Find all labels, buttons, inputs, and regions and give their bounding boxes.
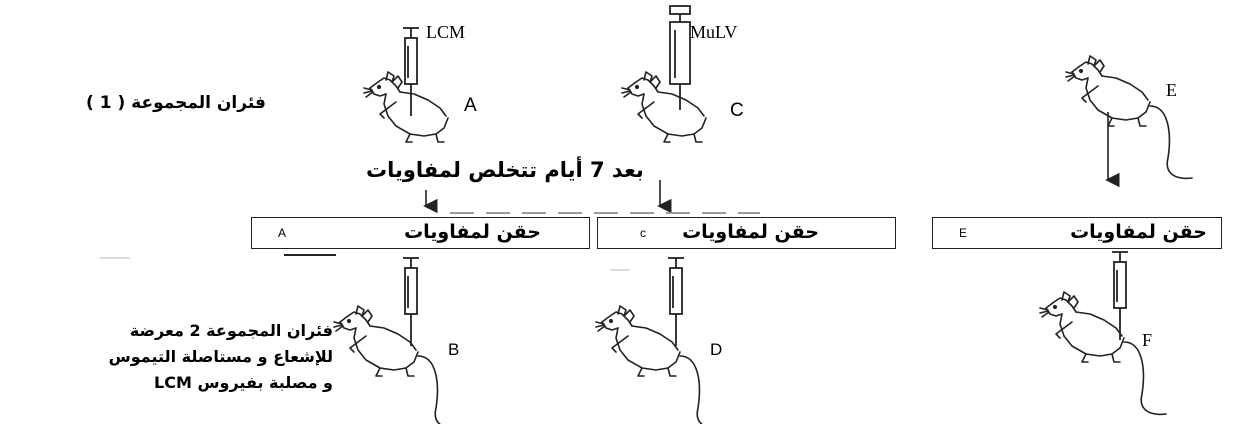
mouse-d-drawing: [595, 305, 723, 424]
mouse-e-drawing: [1065, 55, 1193, 180]
box-a-text: حقن لمفاويات: [404, 221, 541, 243]
label-f: F: [1142, 330, 1153, 350]
mouse-b-drawing: [333, 305, 461, 424]
box-inject-lymphocytes-e: حقن لمفاويات E: [932, 217, 1222, 249]
label-mulv: MuLV: [690, 22, 738, 42]
label-a: A: [464, 95, 477, 116]
box-e-tag: E: [959, 226, 968, 240]
group2-line3: و مصلبة بفيروس LCM: [154, 373, 333, 392]
label-e: E: [1166, 80, 1177, 100]
label-lcm: LCM: [426, 22, 466, 42]
syringe-d: [667, 257, 685, 347]
label-d: D: [710, 340, 723, 359]
box-c-tag: c: [640, 226, 646, 240]
group2-line2: للإشعاع و مستاصلة التيموس: [108, 347, 333, 366]
label-b: B: [448, 340, 460, 359]
mouse-c-drawing: [621, 71, 707, 143]
label-c: C: [730, 100, 744, 121]
after-7-days-label: بعد 7 أيام تتخلص لمفاويات: [366, 158, 644, 182]
mouse-f-drawing: [1039, 291, 1167, 416]
box-e-text: حقن لمفاويات: [1070, 221, 1207, 243]
box-inject-lymphocytes-a: حقن لمفاويات A: [251, 217, 590, 249]
syringe-lcm: [402, 27, 420, 117]
group1-label: فئران المجموعة ( 1 ): [86, 93, 266, 113]
group2-line1: فئران المجموعة 2 معرضة: [129, 321, 333, 340]
box-a-tag: A: [278, 226, 287, 240]
box-inject-lymphocytes-c: حقن لمفاويات c: [597, 217, 896, 249]
group2-description: فئران المجموعة 2 معرضة للإشعاع و مستاصلة…: [18, 318, 333, 396]
box-c-text: حقن لمفاويات: [682, 221, 819, 243]
syringe-b: [402, 257, 420, 347]
